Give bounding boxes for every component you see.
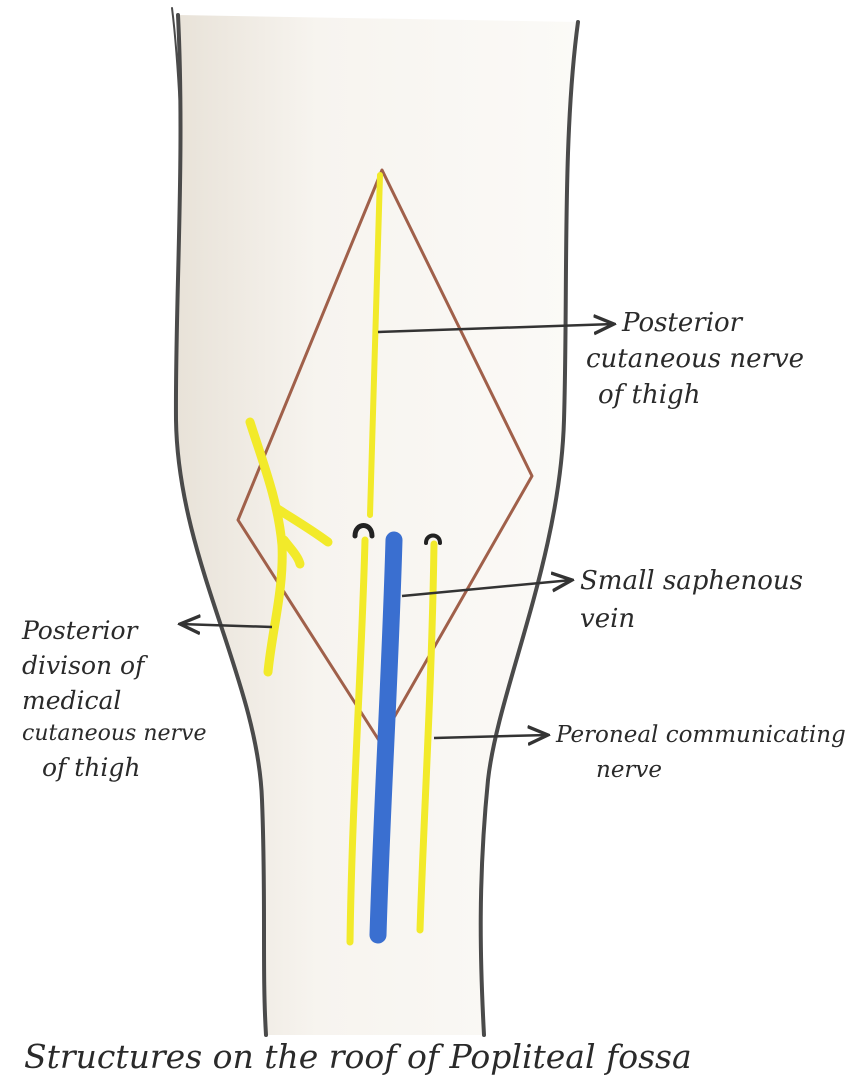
label-line: divison of [22,653,207,678]
label-line: of thigh [598,382,804,408]
label-line: medical [22,688,207,713]
label-line: nerve [596,759,846,782]
label-posterior-cutaneous-nerve: Posterior cutaneous nerve of thigh [622,310,804,408]
label-line: Posterior [622,310,804,336]
diagram-title: Structures on the roof of Popliteal foss… [24,1040,692,1073]
label-line: cutaneous nerve [586,346,804,372]
label-line: Posterior [22,618,207,643]
label-line: Peroneal communicating [556,724,846,747]
label-line: vein [580,606,803,632]
label-peroneal-communicating: Peroneal communicating nerve [556,724,846,782]
label-line: Small saphenous [580,568,803,594]
label-line: cutaneous nerve [22,723,207,745]
label-small-saphenous-vein: Small saphenous vein [580,568,803,632]
label-posterior-division: Posterior divison of medical cutaneous n… [22,618,207,780]
label-line: of thigh [42,755,207,780]
